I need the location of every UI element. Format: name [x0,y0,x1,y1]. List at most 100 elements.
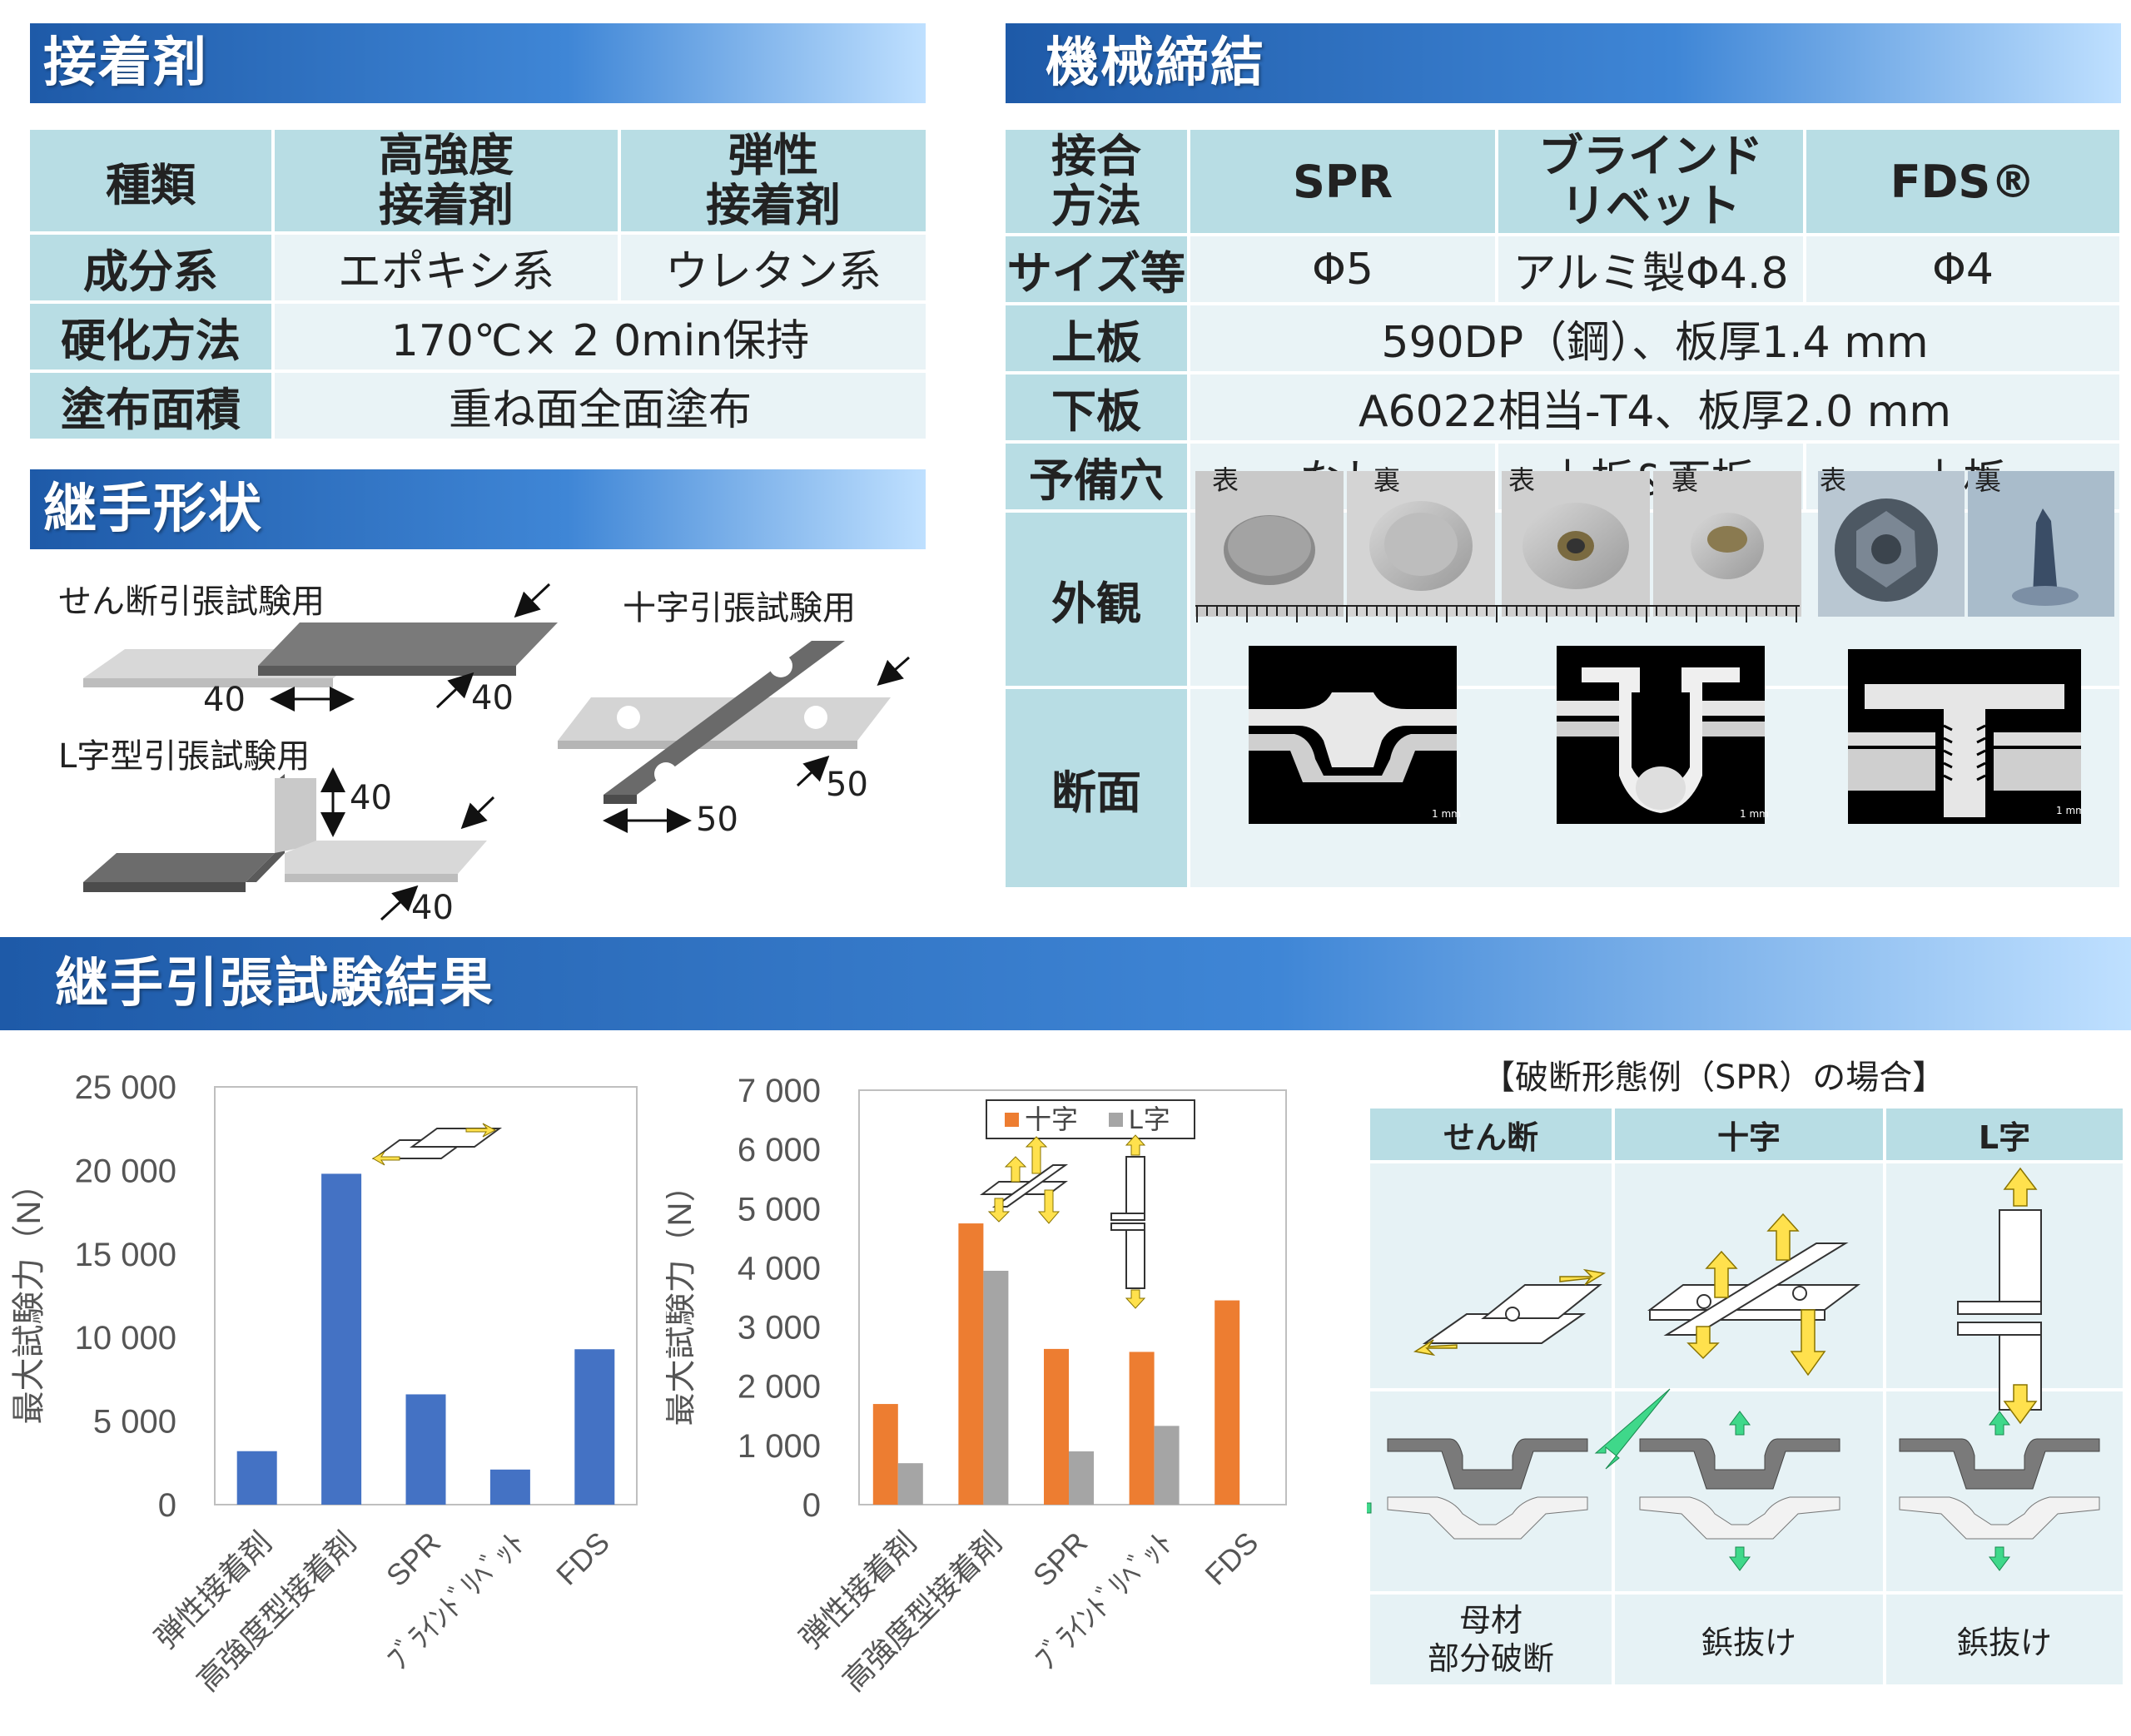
x-tick-label: FDS [549,1525,616,1592]
fracture-header-cross: 十字 [1615,1109,1883,1160]
fracture-section-bottom-sheet [1899,1496,2100,1540]
cross-specimen-icon [980,1136,1069,1224]
adhesive-cell: 170℃× 2 0min保持 [275,304,926,370]
legend-swatch [1109,1113,1123,1127]
y-tick-label: 25 000 [75,1069,176,1106]
y-tick-label: 7 000 [738,1073,821,1109]
mech-cell: Φ4 [1806,236,2119,302]
y-tick-label: 3 000 [738,1310,821,1347]
shear-specimen-icon [371,1123,503,1166]
bar [236,1451,277,1505]
yellow-arrow-icon [1559,1268,1607,1286]
legend-label: L字 [1129,1104,1170,1134]
face-label-front: 表 [1212,464,1239,496]
adhesive-cell: 重ね面全面塗布 [275,373,926,439]
bar [1129,1352,1155,1505]
l-test-label: L字型引張試験用 [58,737,310,776]
fracture-section-top-sheet [1387,1438,1588,1490]
adhesive-cell: ウレタン系 [621,235,926,300]
mech-cell: A6022相当-T4、板厚2.0 mm [1190,374,2119,440]
face-label-back: 裏 [1373,464,1401,496]
y-tick-label: 10 000 [75,1320,176,1357]
fds-thread [1943,724,1986,781]
dim-40-shear-w: 40 [471,679,514,717]
fracture-result-cross: 鋲抜け [1615,1595,1883,1684]
green-arrow-icon [1989,1411,2010,1436]
appearance-photos [1195,471,2114,622]
joint-shape-banner: 継手形状 [30,469,926,549]
bar [574,1349,615,1505]
bar [489,1469,530,1505]
scale-bar-fds: 1 mm [2056,805,2081,816]
yellow-arrow-icon [1413,1339,1458,1357]
dim-40-l-w: 40 [411,889,454,927]
fracture-shear-diagram [1413,1268,1607,1357]
bar [1154,1426,1180,1505]
y-tick-label: 1 000 [738,1428,821,1465]
cross-test-label: 十字引張試験用 [623,589,856,627]
y-tick-label: 5 000 [93,1404,176,1441]
yellow-arrow-icon [1766,1213,1800,1261]
shear-test-label: せん断引張試験用 [58,583,325,621]
adhesive-row-label: 硬化方法 [30,304,271,370]
x-tick-label: FDS [1198,1525,1264,1592]
mech-cell: Φ5 [1190,236,1495,302]
yellow-arrow-icon [1705,1250,1738,1298]
mechanical-banner: 機械締結 [1006,23,2121,103]
mech-row-label: 下板 [1006,374,1187,440]
l-specimen [83,767,495,921]
mech-header-spr: SPR [1190,130,1495,233]
mech-row-label: 予備穴 [1006,444,1187,509]
bar [1215,1300,1240,1505]
mech-appearance-label: 外観 [1006,513,1187,686]
face-label-front: 表 [1820,464,1847,496]
cross-specimen [558,641,910,833]
green-arrow-icon [1729,1411,1751,1436]
mechanical-title: 機械締結 [1046,32,1265,94]
section-photos: 1 mm 1 mm 1 mm [1249,646,2081,824]
y-tick-label: 5 000 [738,1191,821,1228]
y-tick-label: 0 [158,1487,176,1524]
scale-bar-spr: 1 mm [1432,808,1461,820]
bar [897,1463,923,1505]
green-arrow-icon [1594,1388,1671,1470]
green-arrow-icon [1367,1502,1372,1514]
bar [1044,1348,1069,1505]
mech-cell: 590DP（鋼）、板厚1.4 mm [1190,305,2119,371]
results-title: 継手引張試験結果 [55,953,494,1014]
joint-shape-diagrams [83,583,910,921]
mech-header-fds: FDS® [1806,130,2119,233]
fracture-diagram-cell [1615,1163,1883,1388]
fracture-section-bottom-sheet [1387,1496,1588,1540]
bar [958,1223,984,1505]
fracture-result-shear: 母材 部分破断 [1370,1595,1612,1684]
mech-section-label: 断面 [1006,689,1187,887]
adhesive-row-label: 成分系 [30,235,271,300]
legend-box [986,1099,1195,1139]
fracture-cross-diagram [1647,1213,1860,1376]
fracture-section-bottom-sheet [1639,1496,1840,1540]
face-label-back: 裏 [1672,464,1699,496]
adhesive-header-elastic: 弾性 接着剤 [621,130,926,231]
yellow-arrow-icon [1790,1309,1826,1376]
fracture-section-top-sheet [1639,1438,1840,1490]
bar [405,1394,446,1505]
adhesive-table: 種類 高強度 接着剤 弾性 接着剤 成分系 エポキシ系 ウレタン系 硬化方法 1… [27,126,929,442]
yellow-arrow-icon [2003,1384,2038,1425]
adhesive-title: 接着剤 [43,32,208,94]
y-axis-label: 最大試験力（N） [11,1168,47,1425]
dim-50-cross-w: 50 [826,766,868,804]
bar [983,1270,1009,1505]
adhesive-header-type: 種類 [30,130,271,231]
x-tick-label: 高強度型接着剤 [836,1525,1008,1698]
adhesive-header-high: 高強度 接着剤 [275,130,618,231]
adhesive-banner: 接着剤 [30,23,926,103]
bar [1069,1451,1094,1505]
scale-bar-rivet: 1 mm [1740,808,1769,820]
dim-50-cross-x: 50 [696,801,738,839]
yellow-arrow-icon [2003,1167,2038,1207]
y-tick-label: 15 000 [75,1237,176,1273]
fracture-l-diagram [1957,1167,2042,1425]
